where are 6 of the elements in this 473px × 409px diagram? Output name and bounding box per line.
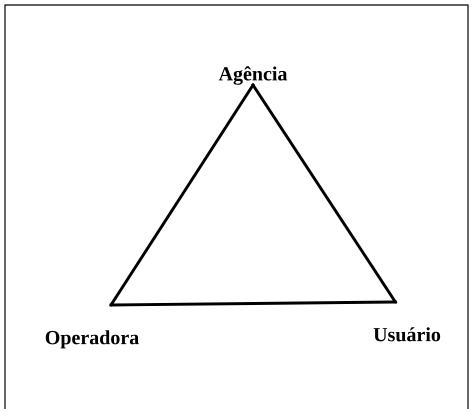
vertex-label: Operadora	[46, 330, 139, 348]
vertex-label: Agência	[218, 66, 288, 85]
triangle-side	[252, 84, 397, 304]
triangle-side	[110, 300, 397, 306]
vertex-label: Usuário	[374, 327, 440, 342]
triangle-side	[110, 84, 254, 306]
